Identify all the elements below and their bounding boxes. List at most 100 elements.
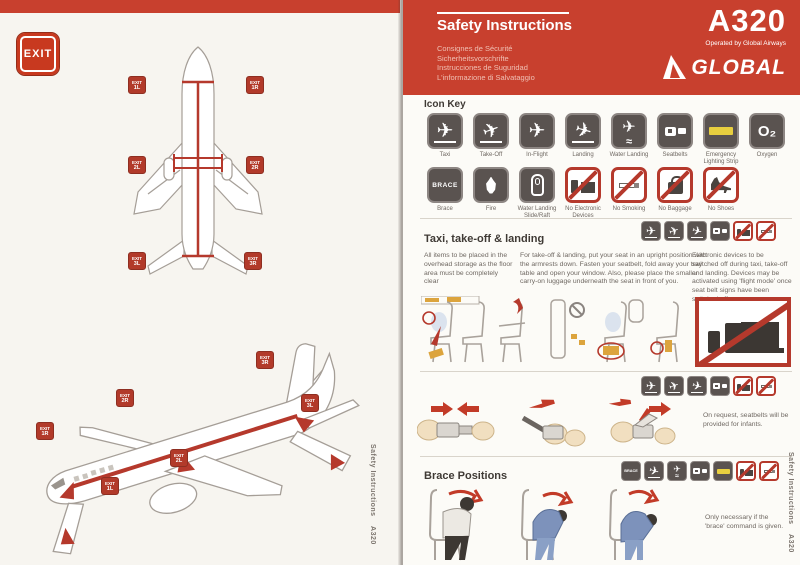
taxi-icon: ✈ <box>641 221 661 241</box>
exit-label-3r-side: EXIT 3R <box>256 351 274 369</box>
airline-brand-name: GLOBAL <box>691 56 786 79</box>
exit-label-1l-side: EXIT 1L <box>101 477 119 495</box>
exit-sign-label: EXIT <box>23 48 53 60</box>
seatbelts-icon <box>657 113 693 149</box>
icon-key-emergency-lighting: Emergency Lighting Strip <box>698 113 744 167</box>
exit-label-2r-side: EXIT 2R <box>116 389 134 407</box>
icon-label: Brace <box>437 206 453 212</box>
oxygen-icon: O₂ <box>749 113 785 149</box>
airline-logo-icon <box>663 55 687 79</box>
icon-label: In-Flight <box>526 152 548 158</box>
icon-key-taxi: ✈ Taxi <box>422 113 468 167</box>
title-rule <box>437 12 569 14</box>
taxi-text-col2: For take-off & landing, put your seat in… <box>520 252 707 286</box>
icon-label: No Smoking <box>612 206 646 212</box>
no-electronic-devices-icon <box>736 461 756 481</box>
icon-key-landing: ✈ Landing <box>560 113 606 167</box>
icon-label: No Shoes <box>707 206 735 212</box>
left-page: EXIT <box>0 0 400 555</box>
seatbelts-icon <box>710 376 730 396</box>
icon-label: No Baggage <box>658 206 692 212</box>
brace-note: Only necessary if the 'brace' command is… <box>705 514 784 530</box>
icon-label: Oxygen <box>756 152 778 158</box>
exit-label-2l-side: EXIT 2L <box>170 449 188 467</box>
no-electronic-devices-icon <box>733 221 753 241</box>
icon-key-slide-raft: Water Landing Slide/Raft <box>514 167 560 221</box>
divider-2 <box>420 371 792 372</box>
water-landing-icon: ✈≈ <box>667 461 687 481</box>
lang-french: Consignes de Sécurité <box>437 44 513 53</box>
exit-label-3r-top: EXIT 3R <box>244 252 262 270</box>
water-landing-slide-raft-icon <box>519 167 555 203</box>
icon-label: Water Landing <box>609 152 649 158</box>
left-page-top-bar <box>0 0 400 13</box>
water-landing-icon: ✈≈ <box>611 113 647 149</box>
take-off-icon: ✈ <box>664 376 684 396</box>
infant-seatbelt-note: On request, seatbelts will be provided f… <box>703 412 789 428</box>
seatbelts-icon <box>690 461 710 481</box>
exit-label-1r-top: EXIT 1R <box>246 76 264 94</box>
icon-label: Water Landing Slide/Raft <box>517 206 557 219</box>
stow-phase-icon-row: ✈ ✈ ✈ <box>641 376 776 396</box>
brace-position-illustrations <box>429 489 660 561</box>
exit-label-1l-top: EXIT 1L <box>128 76 146 94</box>
brace-icon: BRACE <box>621 461 641 481</box>
aircraft-model: A320 <box>707 3 786 38</box>
icon-key-no-electronic-devices: No Electronic Devices <box>560 167 606 221</box>
emergency-lighting-strip-icon <box>713 461 733 481</box>
icon-key-water-landing: ✈≈ Water Landing <box>606 113 652 167</box>
divider-3 <box>420 456 792 457</box>
header-banner: Safety Instructions Consignes de Sécurit… <box>403 0 800 95</box>
icon-label: Taxi <box>439 152 451 158</box>
icon-key-no-baggage: No Baggage <box>652 167 698 221</box>
in-flight-icon: ✈ <box>519 113 555 149</box>
seatbelts-icon <box>710 221 730 241</box>
divider-1 <box>420 218 792 219</box>
icon-key-no-smoking: No Smoking <box>606 167 652 221</box>
no-smoking-icon <box>759 461 779 481</box>
landing-icon: ✈ <box>687 221 707 241</box>
icon-key-in-flight: ✈ In-Flight <box>514 113 560 167</box>
brace-section-heading: Brace Positions <box>424 470 508 482</box>
fire-icon <box>473 167 509 203</box>
icon-label: Emergency Lighting Strip <box>703 152 739 165</box>
operator-line: Operated by Global Airways <box>705 40 786 47</box>
airline-logo: GLOBAL <box>661 53 786 81</box>
no-electronic-devices-illustration <box>695 297 791 367</box>
aircraft-evacuation-view-diagram <box>46 343 360 555</box>
icon-label: Landing <box>572 152 594 158</box>
exit-sign: EXIT <box>16 32 60 76</box>
take-off-icon: ✈ <box>664 221 684 241</box>
icon-label: Seatbelts <box>662 152 688 158</box>
icon-label: Fire <box>485 206 497 212</box>
landing-icon: ✈ <box>687 376 707 396</box>
no-smoking-icon <box>611 167 647 203</box>
exit-label-2r-top: EXIT 2R <box>246 156 264 174</box>
icon-label: Take-Off <box>479 152 503 158</box>
no-baggage-icon <box>657 167 693 203</box>
lang-german: Sicherheitsvorschrifte <box>437 53 509 63</box>
icon-label: No Electronic Devices <box>565 206 601 219</box>
language-subtitles: Consignes de Sécurité Sicherheitsvorschr… <box>437 44 535 82</box>
brace-icon: BRACE <box>427 167 463 203</box>
right-spine-text: Safety Instructions A320 <box>787 452 794 553</box>
taxi-icon: ✈ <box>427 113 463 149</box>
icon-key-seatbelts: Seatbelts <box>652 113 698 167</box>
icon-key-row-1: ✈ Taxi ✈ Take-Off ✈ In-Flight ✈ Landing … <box>422 113 790 167</box>
right-page: Safety Instructions Consignes de Sécurit… <box>403 0 800 565</box>
icon-key-heading: Icon Key <box>424 99 466 110</box>
exit-label-2l-top: EXIT 2L <box>128 156 146 174</box>
exit-label-1r-side: EXIT 1R <box>36 422 54 440</box>
aircraft-top-view-diagram <box>133 46 263 275</box>
lang-spanish: Instrucciones de Suguridad <box>437 63 528 72</box>
left-spine-text: Safety Instructions A320 <box>369 444 376 545</box>
no-electronic-devices-icon <box>565 167 601 203</box>
landing-icon: ✈ <box>644 461 664 481</box>
taxi-text-col1: All items to be placed in the overhead s… <box>424 252 513 286</box>
page-fold <box>398 0 406 565</box>
no-smoking-icon <box>756 221 776 241</box>
taxi-phase-icon-row: ✈ ✈ ✈ <box>641 221 776 241</box>
exit-label-3l-side: EXIT 3L <box>301 394 319 412</box>
taxi-icon: ✈ <box>641 376 661 396</box>
taxi-section-heading: Taxi, take-off & landing <box>424 233 545 245</box>
